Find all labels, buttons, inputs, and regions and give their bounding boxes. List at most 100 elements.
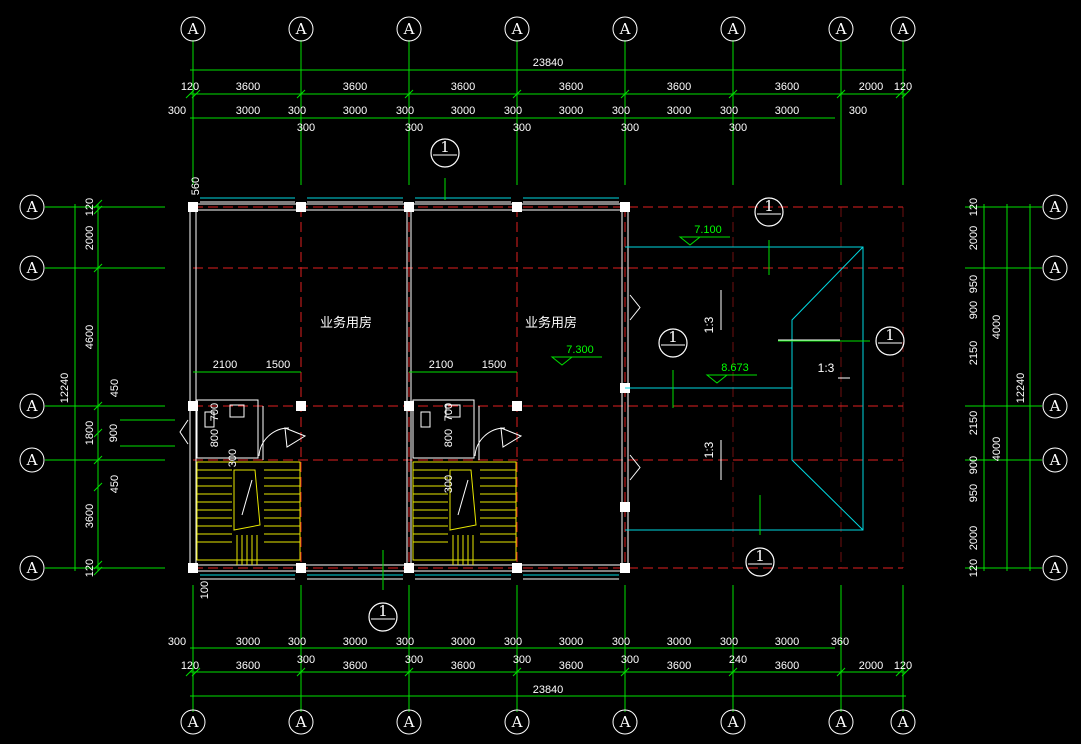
- axis-bubble-text: A: [295, 713, 307, 731]
- top-row2-text: 300: [720, 105, 738, 117]
- misc-text: 700: [209, 403, 221, 421]
- bottom-row2-text: 300: [288, 636, 306, 648]
- top-row2-sub-text: 300: [621, 122, 639, 134]
- tick: [185, 667, 195, 677]
- right-row1-text: 900: [968, 456, 980, 474]
- column: [404, 202, 414, 212]
- column: [188, 563, 198, 573]
- section-marker: [658, 328, 688, 358]
- room-dim-text: 2100: [429, 359, 453, 371]
- labels: 业务用房业务用房7.1007.3008.6731:31:31:3: [320, 224, 835, 458]
- axis-bubble-text: A: [1049, 259, 1061, 277]
- tick: [93, 263, 103, 273]
- column: [404, 563, 414, 573]
- axis-bubble: [396, 709, 422, 735]
- sink-icon: [229, 404, 245, 418]
- bottom-row2-text: 360: [831, 636, 849, 648]
- walls: [179, 197, 641, 580]
- axis-bubble-text: A: [727, 20, 739, 38]
- bottom-row2-text: 300: [720, 636, 738, 648]
- right-row1-text: 2000: [968, 526, 980, 550]
- section-marker: [754, 197, 784, 227]
- stair-arrow: [457, 479, 469, 516]
- misc-text: 800: [209, 429, 221, 447]
- tick: [836, 89, 846, 99]
- top-row2-text: 3000: [667, 105, 691, 117]
- axis-bubble-text: A: [1049, 397, 1061, 415]
- bottom-row2-text: 3000: [451, 636, 475, 648]
- axis-bubble: [19, 194, 45, 220]
- left-row1-text: 4600: [84, 325, 96, 349]
- section-marker-text: 1: [440, 138, 450, 156]
- toilet-icon: [420, 411, 431, 428]
- axis-bubble: [890, 709, 916, 735]
- tick: [93, 482, 103, 492]
- axis-bubble-text: A: [835, 20, 847, 38]
- axis-bubble-text: A: [26, 259, 38, 277]
- elevation-text: 7.100: [694, 224, 722, 236]
- door-icon: [629, 294, 641, 321]
- top-row1-text: 3600: [343, 81, 367, 93]
- stair-outline: [412, 461, 517, 561]
- section-marker: [875, 326, 905, 356]
- bottom-row2-text: 3000: [343, 636, 367, 648]
- axis-bubble-text: A: [897, 20, 909, 38]
- axis-bubble: [1042, 255, 1068, 281]
- right-row1-text: 950: [968, 275, 980, 293]
- top-row2-sub-text: 300: [513, 122, 531, 134]
- section-marker-text: 1: [378, 602, 388, 620]
- elevation-mark: [705, 374, 729, 384]
- axis-bubble: [288, 16, 314, 42]
- right-row2-text: 4000: [991, 437, 1003, 461]
- top-row2-sub-text: 300: [297, 122, 315, 134]
- room-label: 业务用房: [525, 315, 577, 331]
- left-row1-text: 3600: [84, 504, 96, 528]
- misc-text: 300: [227, 449, 239, 467]
- axis-bubble-text: A: [26, 397, 38, 415]
- tick: [895, 89, 905, 99]
- top-row1-text: 2000: [859, 81, 883, 93]
- misc-text: 560: [190, 177, 202, 195]
- top-row2-text: 3000: [451, 105, 475, 117]
- misc-text: 300: [443, 475, 455, 493]
- right-row1-text: 2000: [968, 226, 980, 250]
- section-marker-text: 1: [668, 328, 678, 346]
- axis-bubble-text: A: [835, 713, 847, 731]
- axis-bubble: [1042, 555, 1068, 581]
- bottom-row1-text: 3600: [451, 660, 475, 672]
- axis-bubble: [720, 709, 746, 735]
- axis-bubble: [828, 709, 854, 735]
- tick: [93, 560, 103, 570]
- room-dim-text: 2100: [213, 359, 237, 371]
- axis-bubble: [1042, 447, 1068, 473]
- misc-text: 700: [443, 403, 455, 421]
- stair-well: [233, 469, 261, 531]
- axis-bubble-text: A: [403, 713, 415, 731]
- axis-bubble-text: A: [403, 20, 415, 38]
- elevation-mark: [678, 236, 702, 246]
- bottom-row2-text: 3000: [559, 636, 583, 648]
- bottom-total-text: 23840: [533, 684, 564, 696]
- sink-icon: [445, 404, 461, 418]
- axis-bubble-text: A: [26, 451, 38, 469]
- axis-bubble: [19, 555, 45, 581]
- stairs: [196, 461, 517, 565]
- left-row1-text: 120: [84, 198, 96, 216]
- top-row2-text: 3000: [559, 105, 583, 117]
- axis-bubble-text: A: [295, 20, 307, 38]
- axis-lines: [45, 40, 1042, 712]
- section-marker-text: 1: [885, 326, 895, 344]
- tick: [620, 667, 630, 677]
- tick: [185, 89, 195, 99]
- elevation-mark: [550, 356, 574, 366]
- top-total-text: 23840: [533, 57, 564, 69]
- tick: [404, 667, 414, 677]
- axis-bubble: [19, 447, 45, 473]
- slope-text: 1:3: [702, 316, 716, 333]
- tick: [191, 89, 201, 99]
- axis-bubble: [504, 709, 530, 735]
- bottom-row1-sub-text: 300: [297, 654, 315, 666]
- left-total-text: 12240: [59, 373, 71, 404]
- axis-bubble-text: A: [26, 559, 38, 577]
